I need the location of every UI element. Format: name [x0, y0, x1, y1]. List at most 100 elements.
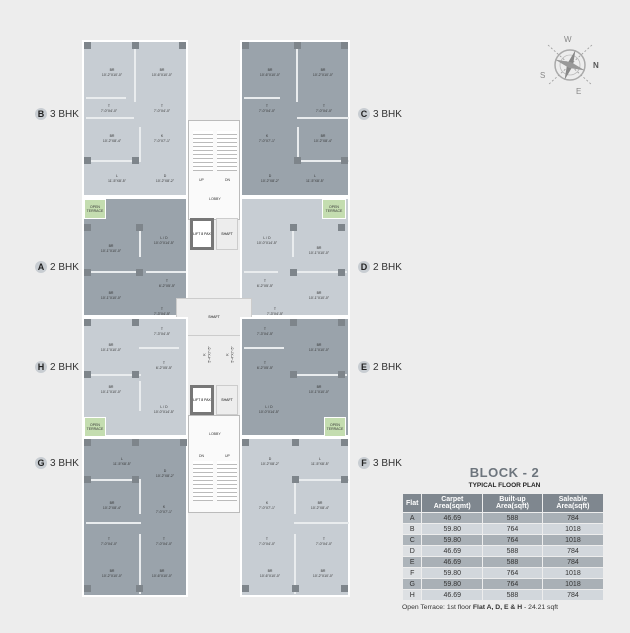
top-shaft: SHAFT [216, 218, 238, 250]
compass-n: N [593, 61, 599, 70]
top-lift: LIFT 8 PAX [190, 218, 214, 250]
compass-s: S [540, 71, 546, 80]
flat-badge: D [358, 261, 370, 273]
center-shaft: SHAFT [176, 298, 252, 336]
flat-label-e: E 2 BHK [358, 361, 402, 373]
lobby-label: LOBBY [209, 197, 221, 201]
flat-badge: A [35, 261, 47, 273]
flat-type: 3 BHK [50, 108, 79, 120]
col-builtup: Built-up Area(sqft) [482, 493, 543, 513]
stair-down-label: DN [199, 454, 205, 458]
flat-label-b: B 3 BHK [35, 108, 79, 120]
flat-type: 3 BHK [373, 457, 402, 469]
compass-rose: W N E S [540, 35, 600, 96]
flat-label-d: D 2 BHK [358, 261, 402, 273]
col-flat: Flat [401, 493, 423, 513]
flat-badge: B [35, 108, 47, 120]
top-lobby: LOBBY [188, 185, 240, 220]
flat-type: 2 BHK [50, 361, 79, 373]
block-subtitle: TYPICAL FLOOR PLAN [468, 482, 541, 489]
staircase [217, 131, 237, 171]
flat-label-a: A 2 BHK [35, 261, 79, 273]
flat-type: 2 BHK [373, 361, 402, 373]
stair-up-label: UP [199, 178, 204, 182]
flat-label-g: G 3 BHK [35, 457, 79, 469]
flat-label-c: C 3 BHK [358, 108, 402, 120]
stair-up-label: UP [225, 454, 230, 458]
compass-icon [547, 44, 593, 86]
stair-down-label: DN [225, 178, 231, 182]
compass-w: W [564, 35, 572, 44]
staircase [193, 131, 213, 171]
bottom-lobby: LOBBY [188, 415, 240, 455]
flat-type: 2 BHK [373, 261, 402, 273]
open-terrace: OPEN TERRACE [84, 417, 106, 437]
terrace-note: Open Terrace: 1st floor Flat A, D, E & H… [402, 604, 559, 611]
flat-label-f: F 3 BHK [358, 457, 402, 469]
col-carpet: Carpet Area(sqmt) [421, 493, 484, 513]
lobby-label: LOBBY [209, 432, 221, 436]
block-info: BLOCK - 2 TYPICAL FLOOR PLAN Flat Carpet… [401, 465, 607, 611]
flat-badge: H [35, 361, 47, 373]
staircase [193, 461, 213, 501]
flat-type: 2 BHK [50, 261, 79, 273]
compass-e: E [576, 87, 582, 96]
bottom-shaft: SHAFT [216, 385, 238, 415]
open-terrace: OPEN TERRACE [324, 417, 346, 437]
